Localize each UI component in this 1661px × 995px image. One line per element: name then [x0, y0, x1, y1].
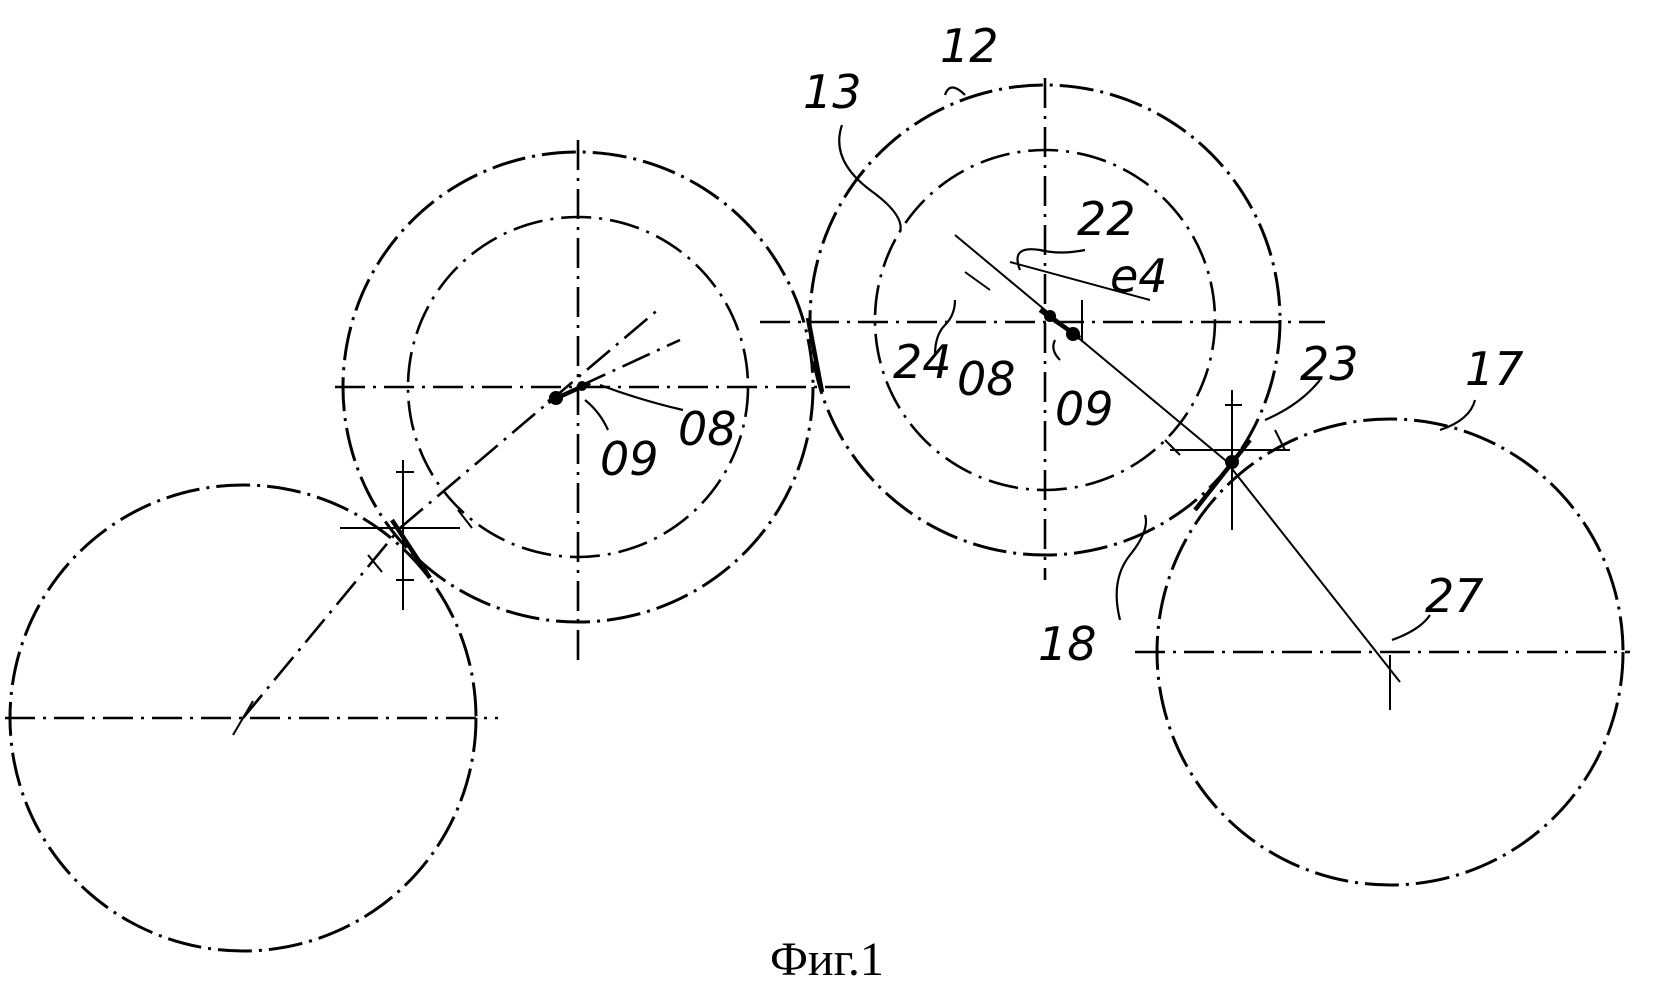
- dimension-24-tick: [965, 272, 990, 290]
- leader-18: [1117, 515, 1146, 620]
- label-23: 23: [1300, 337, 1359, 391]
- label-17: 17: [1465, 342, 1524, 396]
- contact-right-point: [1225, 455, 1239, 469]
- label-08-left: 08: [678, 402, 737, 456]
- label-09-right: 09: [1055, 382, 1114, 436]
- center-line-lower-left: [243, 528, 400, 718]
- cylinder-bottom-left: [5, 485, 498, 951]
- center-line-upper-left: [400, 308, 660, 528]
- label-18: 18: [1038, 617, 1097, 671]
- label-24: 24: [893, 335, 952, 389]
- cylinder-right-middle: [760, 78, 1325, 580]
- labels: 12 13 22 e4 24 08 09 23 17 18 27 09 08: [600, 19, 1524, 671]
- label-12: 12: [940, 19, 999, 73]
- cylinder-left-middle: [335, 140, 850, 660]
- contact-right-tick-left: [1165, 440, 1180, 455]
- label-e4: e4: [1110, 249, 1168, 303]
- center-line-17: [1225, 460, 1400, 682]
- leader-09-left: [585, 400, 608, 430]
- leader-12: [945, 88, 965, 96]
- leader-09-right: [1053, 340, 1060, 360]
- figure-caption: Фиг.1: [770, 933, 884, 986]
- label-13: 13: [803, 65, 862, 119]
- label-08-right: 08: [957, 352, 1016, 406]
- leader-08-left: [600, 385, 683, 410]
- label-22: 22: [1077, 192, 1136, 246]
- label-09-left: 09: [600, 432, 659, 486]
- label-27: 27: [1425, 569, 1484, 623]
